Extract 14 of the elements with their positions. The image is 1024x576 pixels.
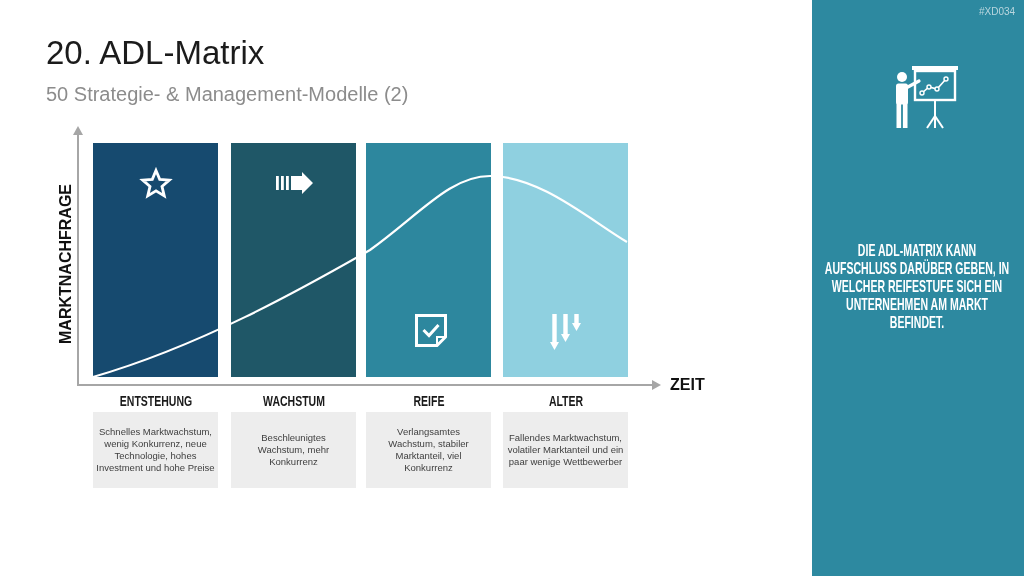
y-axis-label: MARKTNACHFRAGE [57,184,75,344]
sidebar-statement: DIE ADL-MATRIX KANN AUFSCHLUSS DARÜBER GEBEN, IN WELCHER REIFESTUFE SICH EIN UNTERNEHMEN AM MARKT BEFINDET. [824,242,1010,332]
phase-description: Fallendes Marktwachstum, volatiler Marktanteil und ein paar wenige Wettbewerber [507,432,624,468]
slide-title: 20. ADL-Matrix [46,36,265,69]
phase-description: Verlangsamtes Wachstum, stabiler Marktanteil, viel Konkurrenz [387,426,470,474]
phase-heading: ALTER [548,393,583,408]
x-axis-label: ZEIT [670,377,705,393]
phase-description: Schnelles Marktwachstum, wenig Konkurrenz, neue Technologie, hohes Investment und hohe Preise [95,426,216,474]
slide-code: #XD034 [979,7,1016,17]
phase-heading: ENTSTEHUNG [119,393,192,408]
slide-subtitle: 50 Strategie- & Management-Modelle (2) [46,84,409,104]
phase-heading: WACHSTUM [262,393,325,408]
phase-heading: REIFE [413,393,444,408]
phase-description: Beschleunigtes Wachstum, mehr Konkurrenz [256,432,331,468]
